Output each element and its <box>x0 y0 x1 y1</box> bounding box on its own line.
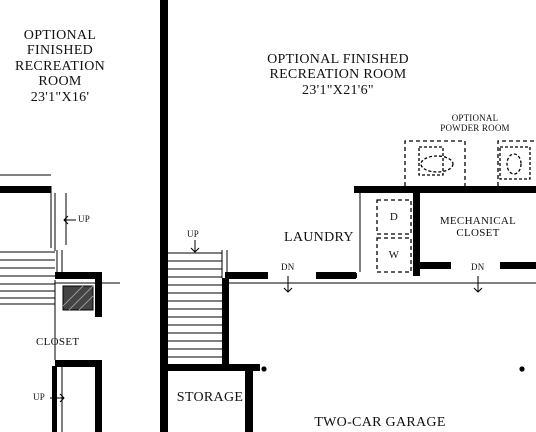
post-dot <box>261 366 267 372</box>
wall <box>52 366 57 432</box>
optional-dashed <box>376 140 536 273</box>
garage-label: TWO-CAR GARAGE <box>314 415 446 430</box>
rec-room-left-label: OPTIONAL FINISHED RECREATION ROOM 23'1"X… <box>0 28 120 105</box>
storage-label: STORAGE <box>176 390 244 405</box>
post-dot <box>519 366 525 372</box>
room-dimensions: 23'1"X21'6" <box>302 82 374 98</box>
markers <box>261 273 525 372</box>
wall <box>413 262 451 269</box>
chase-hatch <box>62 285 94 311</box>
up-arrow-head <box>59 393 65 403</box>
wall <box>0 186 51 193</box>
fixtures <box>420 153 522 175</box>
toilet-tank <box>499 146 531 180</box>
powder-room-label: OPTIONAL POWDER ROOM <box>420 113 530 134</box>
dn-arrow-head <box>283 287 293 293</box>
stair-arrows <box>50 215 483 403</box>
up-arrow-head <box>190 247 200 253</box>
washer-outline <box>376 237 412 273</box>
hatch-line <box>62 285 84 307</box>
closet-label: CLOSET <box>36 336 80 348</box>
hatch-line <box>68 285 94 311</box>
room-name-line: RECREATION <box>14 58 106 74</box>
room-name-line: OPTIONAL FINISHED <box>267 52 409 67</box>
sink <box>420 155 454 173</box>
wall <box>245 368 253 432</box>
up-label: UP <box>187 229 199 239</box>
wall <box>316 272 356 279</box>
up-label: UP <box>33 392 45 402</box>
wall <box>55 272 101 279</box>
wall <box>222 278 229 364</box>
up-label: UP <box>78 214 90 224</box>
dn-label: DN <box>471 262 485 272</box>
mechanical-chase <box>62 285 94 311</box>
room-name-line: OPTIONAL <box>451 113 499 123</box>
washer-label: W <box>388 249 400 261</box>
wall <box>225 272 268 279</box>
post-marker <box>352 273 357 278</box>
dn-arrow-head <box>473 287 483 293</box>
wall <box>354 186 536 193</box>
room-name-line: FINISHED <box>26 43 94 59</box>
vanity <box>418 146 444 176</box>
wall <box>95 272 102 317</box>
toilet <box>506 153 522 175</box>
wall <box>413 190 420 276</box>
room-name-line: MECHANICAL <box>439 215 517 227</box>
wall <box>95 360 102 432</box>
mechanical-closet-label: MECHANICAL CLOSET <box>422 215 534 239</box>
room-name-line: RECREATION ROOM <box>269 67 407 83</box>
powder-room-outline <box>404 140 466 186</box>
room-name-line: CLOSET <box>456 227 500 240</box>
room-name-line: ROOM <box>38 74 82 90</box>
dryer-outline <box>376 199 412 235</box>
hatch-line <box>78 295 94 311</box>
room-dimensions: 23'1"X16' <box>30 89 90 105</box>
room-name-line: OPTIONAL <box>23 28 97 43</box>
room-name-line: POWDER ROOM <box>440 122 510 133</box>
wall <box>168 364 260 371</box>
dn-label: DN <box>281 262 295 272</box>
thin-lines <box>0 174 536 432</box>
wall <box>55 360 101 367</box>
rec-room-right-label: OPTIONAL FINISHED RECREATION ROOM 23'1"X… <box>238 52 438 98</box>
powder-room-outline <box>497 140 536 186</box>
wall <box>500 262 536 269</box>
dryer-label: D <box>389 211 399 223</box>
party-wall <box>160 0 168 432</box>
up-arrow-head <box>63 215 69 225</box>
laundry-label: LAUNDRY <box>284 230 354 245</box>
